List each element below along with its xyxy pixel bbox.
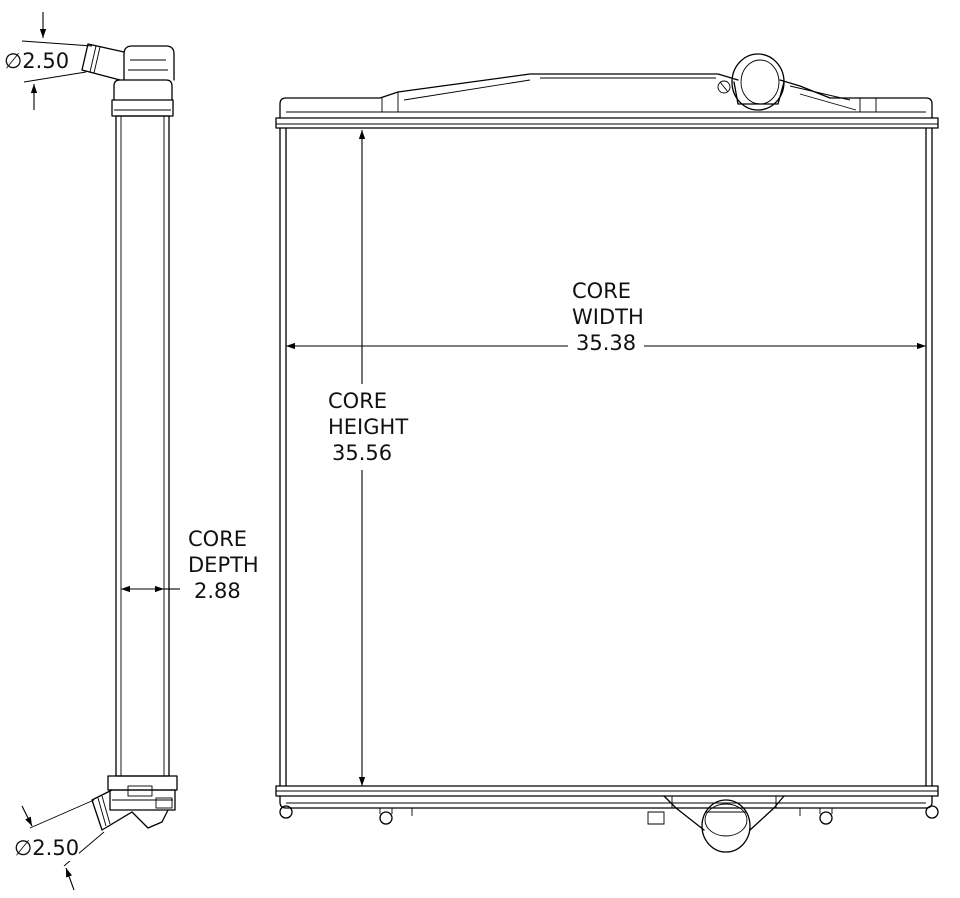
diameter-symbol: ∅ bbox=[14, 836, 33, 860]
core-height-line2: HEIGHT bbox=[328, 415, 409, 439]
outlet-diameter-label: ∅2.50 bbox=[14, 835, 80, 861]
side-core bbox=[115, 115, 170, 777]
core-depth-value: 2.88 bbox=[194, 579, 241, 603]
core-width-line2: WIDTH bbox=[572, 305, 644, 329]
side-outlet-pipe bbox=[91, 789, 133, 831]
front-outlet-pipe bbox=[701, 799, 751, 853]
inlet-diameter-value: 2.50 bbox=[22, 49, 70, 73]
core-depth-label: CORE DEPTH 2.88 bbox=[188, 526, 259, 604]
core-height-value: 35.56 bbox=[332, 441, 393, 465]
core-depth-line2: DEPTH bbox=[188, 553, 259, 577]
diameter-symbol: ∅ bbox=[4, 49, 23, 73]
front-filler-neck bbox=[731, 53, 785, 111]
outlet-diameter-arrow-bottom bbox=[65, 867, 75, 891]
core-width-line1: CORE bbox=[572, 279, 632, 303]
side-view bbox=[21, 12, 180, 891]
core-height-line1: CORE bbox=[328, 389, 388, 413]
outlet-diameter-value: 2.50 bbox=[32, 836, 80, 860]
front-top-header bbox=[275, 117, 939, 129]
core-depth-line1: CORE bbox=[188, 527, 248, 551]
front-outlet-bracket bbox=[663, 795, 785, 831]
core-height-label: CORE HEIGHT 35.56 bbox=[328, 388, 409, 466]
front-bottom-header bbox=[275, 785, 939, 797]
side-bottom-tank bbox=[107, 775, 178, 791]
outlet-diameter-arrow-top bbox=[21, 805, 33, 827]
side-top-tank bbox=[111, 99, 174, 117]
core-width-label: CORE WIDTH 35.38 bbox=[572, 278, 644, 356]
side-inlet-pipe bbox=[81, 43, 125, 81]
front-view bbox=[275, 53, 939, 853]
core-width-value: 35.38 bbox=[576, 331, 637, 355]
inlet-diameter-label: ∅2.50 bbox=[4, 48, 70, 74]
